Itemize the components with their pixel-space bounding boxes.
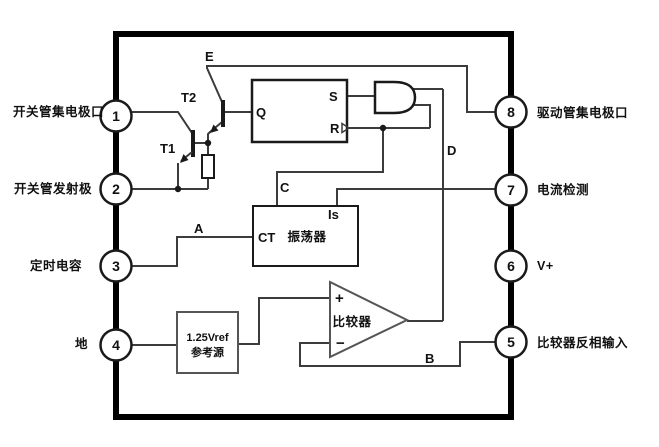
- pin-1-circle: [99, 99, 133, 133]
- flipflop-block: Q S R: [250, 78, 351, 144]
- pin-2-number: 2: [112, 181, 120, 197]
- flipflop-s-label: S: [329, 89, 338, 104]
- t2-ref-label: T2: [181, 90, 196, 105]
- junction-dot: [174, 185, 182, 193]
- r-input-wedge-icon: [341, 122, 351, 134]
- flipflop-q-label: Q: [256, 105, 266, 120]
- flipflop-box: [250, 78, 349, 144]
- oscillator-box: [252, 205, 359, 267]
- oscillator-name-label: 振荡器: [287, 229, 326, 244]
- pin-1-number: 1: [112, 108, 120, 124]
- transistor-t1: [180, 130, 195, 163]
- pin-8-function-label: 驱动管集电极口: [537, 105, 628, 120]
- vref-block: 1.25Vref 参考源: [176, 311, 239, 374]
- junction-dot: [379, 124, 387, 132]
- pin-3-circle: [99, 249, 133, 283]
- pin-5-circle: [494, 325, 528, 359]
- oscillator-is-label: Is: [328, 207, 339, 222]
- pin-6-number: 6: [507, 258, 515, 274]
- pin-8-circle: [494, 95, 528, 129]
- base-emitter-resistor: [201, 154, 215, 179]
- wire-pin1-t1-collector: [131, 111, 193, 134]
- pin-3-number: 3: [112, 258, 120, 274]
- wire-c-net: [276, 128, 384, 206]
- junction-dots: [174, 124, 387, 193]
- pin-4-number: 4: [112, 337, 120, 353]
- vref-box: [176, 311, 239, 374]
- wire-a-net-ct: [130, 236, 253, 267]
- wire-is-net-pin7: [336, 188, 496, 206]
- pin-3-function-label: 定时电容: [29, 258, 82, 273]
- comparator-block: + − 比较器: [329, 280, 410, 359]
- t1-emitter-arrow-icon: [180, 154, 189, 163]
- net-label-a: A: [194, 221, 204, 236]
- transistor-t2: [210, 100, 225, 133]
- net-label-c: C: [280, 180, 290, 195]
- pin-6-circle: [494, 249, 528, 283]
- pin-8-number: 8: [507, 104, 515, 120]
- wire-e-net-pin8: [206, 65, 496, 113]
- net-label-e: E: [205, 49, 214, 64]
- junction-dot: [204, 139, 212, 147]
- net-label-d: D: [447, 143, 456, 158]
- pin-5-number: 5: [507, 334, 515, 350]
- pin-5-function-label: 比较器反相输入: [537, 335, 628, 350]
- pin-7-number: 7: [507, 182, 515, 198]
- comparator-plus-label: +: [335, 290, 344, 307]
- pin-2-circle: [99, 172, 133, 206]
- oscillator-block: CT 振荡器 Is: [252, 205, 359, 267]
- pin-4-circle: [99, 328, 133, 362]
- wire-and-lower-input: [409, 104, 431, 128]
- net-label-b: B: [425, 351, 434, 366]
- pin-2-function-label: 开关管发射极: [14, 181, 92, 196]
- pin-7-function-label: 电流检测: [537, 182, 589, 197]
- comparator-name-label: 比较器: [332, 314, 371, 329]
- and-gate: [373, 80, 417, 115]
- comparator-minus-label: −: [336, 335, 345, 352]
- t1-ref-label: T1: [160, 141, 175, 156]
- pin-6-function-label: V+: [537, 259, 554, 273]
- wire-t2-emitter: [207, 121, 223, 143]
- pin-7-circle: [494, 173, 528, 207]
- wire-vref-plus: [238, 297, 330, 345]
- wires: [130, 65, 496, 367]
- oscillator-ct-label: CT: [258, 230, 275, 245]
- comparator-triangle: [329, 280, 410, 359]
- pin-4-function-label: 地: [75, 336, 88, 351]
- flipflop-r-label: R: [330, 121, 340, 136]
- pins: 1 2 3 4 8 7 6 5: [99, 95, 528, 362]
- ic-package-outline: [113, 31, 514, 420]
- vref-value-label: 1.25Vref: [186, 332, 229, 344]
- wire-b-net-pin5: [299, 341, 496, 367]
- pin-1-function-label: 开关管集电极口: [13, 104, 104, 119]
- pin-labels: 开关管集电极口 开关管发射极 定时电容 地 驱动管集电极口 电流检测 V+ 比较…: [13, 104, 628, 351]
- vref-name-label: 参考源: [191, 345, 224, 359]
- t2-emitter-arrow-icon: [210, 124, 219, 133]
